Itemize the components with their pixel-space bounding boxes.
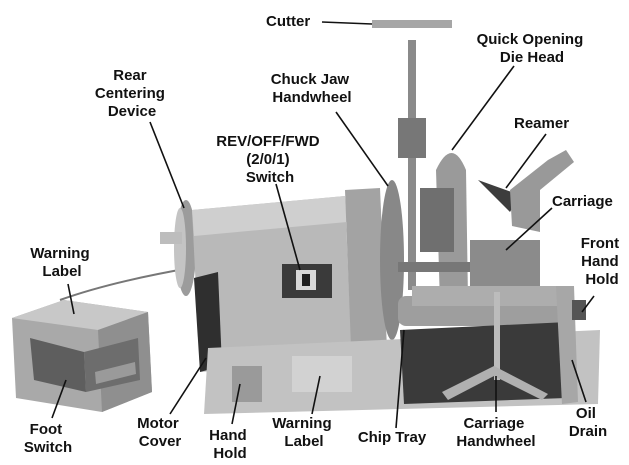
label-chuck-jaw-handwheel: Chuck Jaw Handwheel [271,71,354,106]
label-reamer: Reamer [514,115,569,132]
leader-die-head [451,65,515,151]
label-carriage: Carriage [552,193,613,210]
label-rear-centering-device: Rear Centering Device [95,67,169,120]
leader-warning-top [67,283,75,315]
leader-cutter [321,21,373,25]
label-warning-bottom: Warning Label [272,415,336,450]
callout-labels: Cutter Quick Opening Die Head Rear Cente… [24,13,624,462]
label-cutter: Cutter [266,13,310,30]
leader-switch [275,183,301,271]
label-die-head: Quick Opening Die Head [477,31,588,66]
leader-carriage [505,207,553,251]
label-motor-cover: Motor Cover [137,415,183,450]
label-warning-top: Warning Label [30,245,94,280]
leader-lines [51,21,595,429]
threading-machine-illustration [160,20,600,414]
leader-front-hand-hold [581,295,595,313]
label-switch: REV/OFF/FWD (2/0/1) Switch [216,133,324,186]
leader-oil-drain [571,359,587,403]
label-hand-hold: Hand Hold [209,427,251,462]
leader-foot-switch [51,379,67,419]
label-carriage-handwheel: Carriage Handwheel [456,415,535,450]
leader-reamer [505,133,547,189]
leader-chip-tray [395,329,405,429]
leader-chuck-handwheel [335,111,389,187]
label-chip-tray: Chip Tray [358,429,427,446]
leader-motor-cover [169,357,207,415]
leader-hand-hold [231,383,241,425]
leader-warning-bottom [311,375,321,415]
foot-switch-illustration [12,267,191,412]
label-front-hand-hold: Front Hand Hold [581,235,624,288]
leader-rear-centering [149,121,185,209]
label-oil-drain: Oil Drain [569,405,607,440]
label-foot-switch: Foot Switch [24,421,72,456]
